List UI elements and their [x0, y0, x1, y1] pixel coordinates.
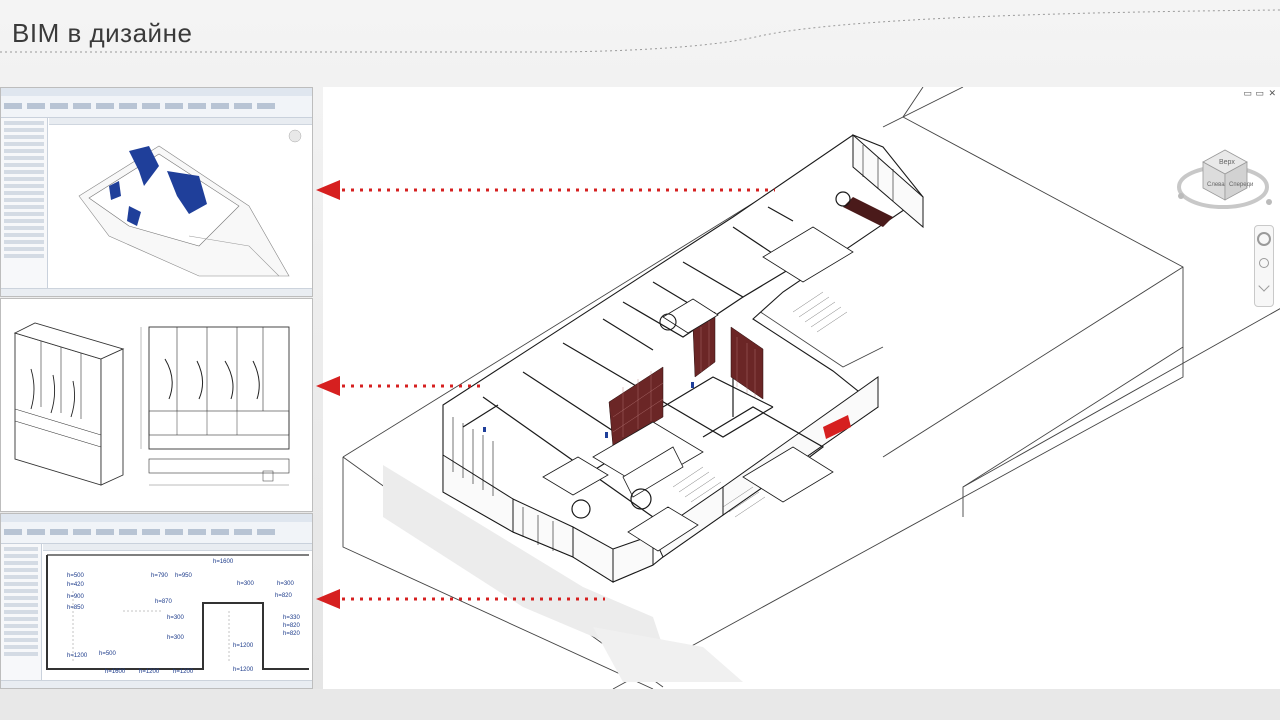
left-arrow-icon	[316, 180, 340, 200]
view-tabs[interactable]	[43, 544, 312, 551]
svg-text:Спереди: Спереди	[1229, 182, 1253, 188]
3d-viewport[interactable]: ▭ ▭ ✕	[323, 86, 1280, 690]
minimize-icon[interactable]: ▭	[1255, 88, 1264, 98]
dimension-label: h=850	[67, 605, 85, 611]
restore-icon[interactable]: ▭	[1243, 88, 1252, 98]
close-icon[interactable]: ✕	[1268, 88, 1276, 98]
title-decoration	[0, 9, 1280, 53]
dimension-label: h=300	[167, 615, 185, 621]
properties-panel[interactable]	[1, 118, 48, 288]
left-arrow-icon	[316, 589, 340, 609]
dimension-label: h=1200	[67, 653, 88, 659]
svg-text:Верх: Верх	[1219, 159, 1235, 166]
zoom-icon[interactable]	[1259, 258, 1269, 268]
viewcube-icon: Верх Слева Спереди	[1177, 149, 1272, 209]
bottom-bar	[0, 689, 1280, 720]
navigation-bar-icon[interactable]	[1254, 225, 1274, 307]
dimension-label: h=1200	[233, 667, 254, 673]
cabinet-drawing	[13, 322, 290, 486]
status-bar	[1, 288, 312, 296]
project-browser[interactable]	[1, 544, 42, 680]
dimension-label: h=820	[283, 623, 301, 629]
svg-text:Слева: Слева	[1207, 182, 1225, 188]
dimension-label: h=500	[99, 651, 117, 657]
dimension-label: h=1200	[173, 669, 194, 675]
dimension-label: h=790	[151, 573, 169, 579]
dimension-label: h=1200	[233, 643, 254, 649]
dimension-label: h=1200	[139, 669, 160, 675]
slide-title: BIM в дизайне	[12, 18, 193, 48]
electrical-plan: h=1600 h=500 h=420 h=790 h=950 h=300 h=300 h=90…	[46, 554, 309, 675]
steering-wheel-icon[interactable]	[1257, 232, 1271, 246]
dimension-label: h=420	[67, 582, 85, 588]
left-arrow-icon	[316, 376, 340, 396]
dimension-label: h=500	[67, 573, 85, 579]
mini-3d-model	[78, 129, 302, 277]
apartment-3d-model: Верх Слева Спереди	[342, 86, 1280, 690]
dimension-label: h=870	[155, 599, 173, 605]
furniture-drawing-thumbnail[interactable]	[0, 298, 313, 512]
dimension-label: h=950	[175, 573, 193, 579]
revit-plan-thumbnail[interactable]: h=1600 h=500 h=420 h=790 h=950 h=300 h=300 h=90…	[0, 513, 313, 689]
revit-3d-thumbnail[interactable]	[0, 87, 313, 297]
dimension-label: h=1600	[105, 669, 126, 675]
dimension-label: h=300	[277, 581, 295, 587]
view-tabs[interactable]	[49, 118, 312, 125]
ribbon	[1, 88, 312, 118]
dimension-label: h=330	[283, 615, 301, 621]
ribbon	[1, 514, 312, 544]
dimension-label: h=1600	[213, 559, 234, 565]
dimension-label: h=300	[237, 581, 255, 587]
status-bar	[1, 680, 312, 688]
dimension-label: h=300	[167, 635, 185, 641]
dimension-label: h=900	[67, 594, 85, 600]
dimension-label: h=820	[275, 593, 293, 599]
dimension-label: h=820	[283, 631, 301, 637]
